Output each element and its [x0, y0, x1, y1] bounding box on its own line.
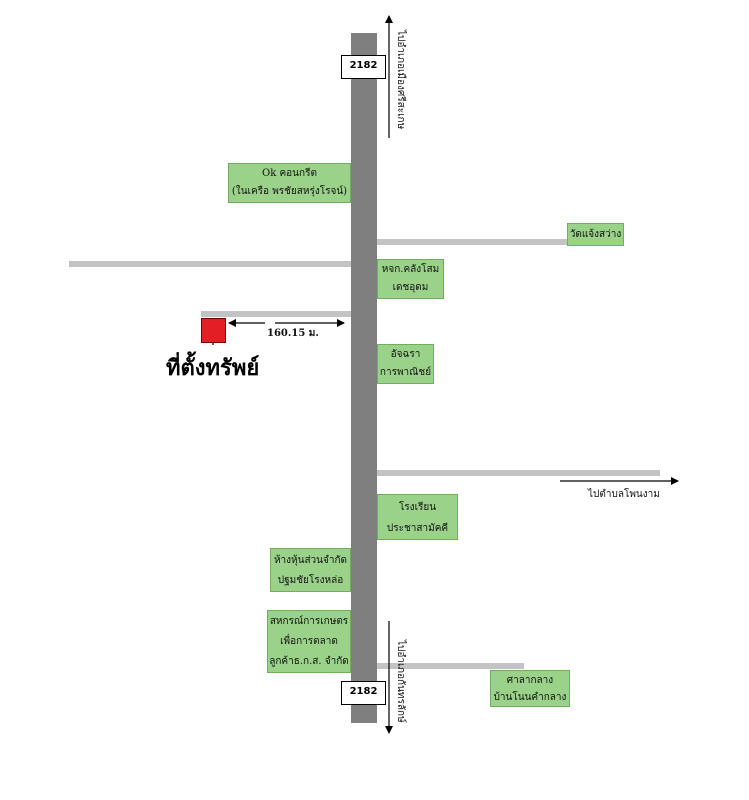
- landmark-partnership-line1: ห้างหุ้นส่วนจำกัด: [273, 555, 348, 566]
- landmark-pavilion-line1: ศาลากลาง: [506, 675, 554, 686]
- landmark-ajchara-line2: การพาณิชย์: [379, 367, 432, 378]
- route-number-south: 2182: [341, 681, 386, 705]
- east-direction-label: ไปตำบลโพนงาม: [588, 489, 660, 500]
- route-number-north: 2182: [341, 55, 386, 79]
- property-title: ที่ตั้งทรัพย์: [166, 356, 260, 381]
- landmark-coop-line3: ลูกค้าธ.ก.ส. จำกัด: [269, 656, 349, 667]
- north-direction-label: ไปอำเภอเมืองศรีสะเกษ: [395, 30, 406, 130]
- side-road-wat: [377, 239, 570, 245]
- side-road-pavilion: [377, 663, 524, 669]
- side-road-east-phon-ngam: [377, 470, 660, 476]
- property-marker: [201, 318, 226, 343]
- landmark-ok-concrete: Ok คอนกรีต (ในเครือ พรชัยสหรุ่งโรจน์): [228, 163, 351, 203]
- side-road-property-lane: [201, 311, 351, 317]
- landmark-ok-concrete-line1: Ok คอนกรีต: [262, 168, 317, 179]
- landmark-ajchara: อัจฉรา การพาณิชย์: [377, 344, 434, 384]
- landmark-coop-line1: สหกรณ์การเกษตร: [269, 616, 349, 627]
- landmark-hardware-line2: เดชอุดม: [392, 282, 429, 293]
- distance-label: 160.15 ม.: [267, 328, 319, 339]
- landmark-school-line1: โรงเรียน: [398, 502, 437, 513]
- landmark-pavilion: ศาลากลาง บ้านโนนคำกลาง: [490, 670, 570, 707]
- landmark-ajchara-line1: อัจฉรา: [390, 349, 421, 360]
- landmark-school-line2: ประชาสามัคคี: [386, 523, 449, 534]
- landmark-ok-concrete-line2: (ในเครือ พรชัยสหรุ่งโรจน์): [231, 186, 348, 197]
- landmark-partnership: ห้างหุ้นส่วนจำกัด ปฐมชัยโรงหล่อ: [270, 548, 351, 592]
- landmark-hardware: หจก.คลังโสม เดชอุดม: [377, 259, 444, 299]
- landmark-coop: สหกรณ์การเกษตร เพื่อการตลาด ลูกค้าธ.ก.ส.…: [267, 610, 351, 673]
- landmark-school: โรงเรียน ประชาสามัคคี: [377, 494, 458, 540]
- landmark-coop-line2: เพื่อการตลาด: [280, 636, 338, 647]
- landmark-pavilion-line2: บ้านโนนคำกลาง: [493, 692, 567, 703]
- south-direction-label: ไปอำเภอกันทรลักษ์: [395, 640, 406, 723]
- landmark-wat: วัดแจ้งสว่าง: [567, 223, 624, 246]
- landmark-hardware-line1: หจก.คลังโสม: [381, 264, 440, 275]
- landmark-wat-line1: วัดแจ้งสว่าง: [569, 229, 622, 240]
- side-road-west-upper: [69, 261, 351, 267]
- landmark-partnership-line2: ปฐมชัยโรงหล่อ: [277, 575, 344, 586]
- main-road-2182: [351, 33, 377, 723]
